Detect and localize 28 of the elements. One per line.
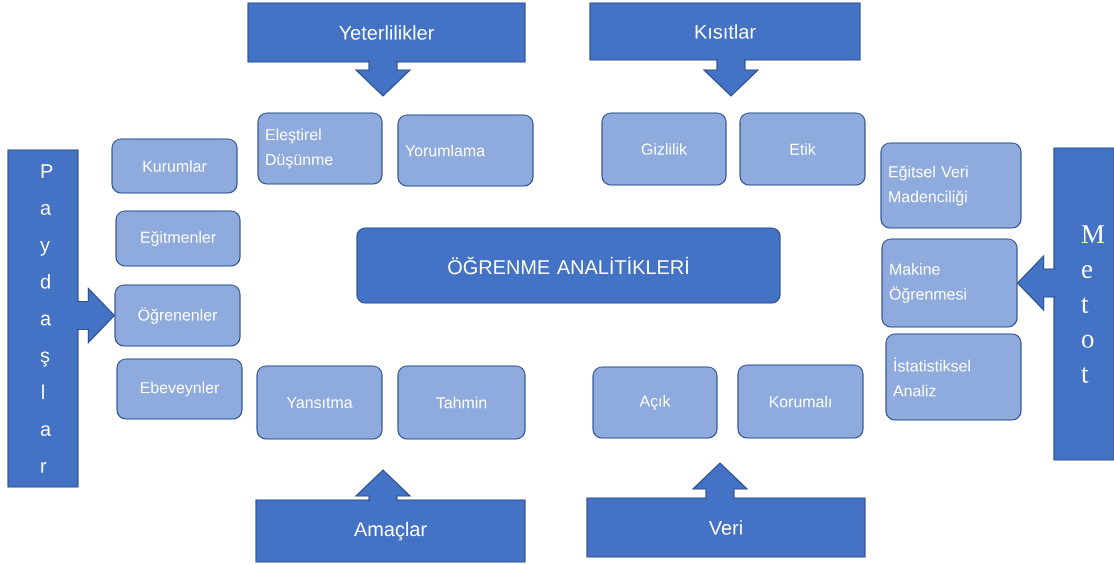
topic-box: Ebeveynler bbox=[116, 358, 243, 420]
callout-box: Veri bbox=[586, 497, 866, 558]
block-arrow bbox=[354, 60, 412, 97]
topic-box: Eğitsel Veri Madenciliği bbox=[880, 142, 1022, 229]
topic-box: Eleştirel Düşünme bbox=[257, 112, 383, 185]
topic-box: Makine Öğrenmesi bbox=[881, 238, 1018, 328]
block-arrow bbox=[354, 469, 412, 502]
topic-box: Korumalı bbox=[737, 364, 864, 439]
topic-box: Etik bbox=[739, 112, 866, 186]
block-arrow bbox=[76, 287, 116, 344]
topic-box: Yorumlama bbox=[397, 114, 534, 187]
topic-box: İstatistiksel Analiz bbox=[885, 333, 1022, 421]
callout-box: Kısıtlar bbox=[589, 2, 861, 61]
block-arrow bbox=[691, 462, 749, 500]
block-arrow bbox=[702, 58, 760, 97]
topic-box: Tahmin bbox=[397, 365, 526, 440]
topic-box: Yansıtma bbox=[256, 365, 383, 440]
topic-box: Açık bbox=[592, 366, 718, 439]
topic-box: Gizlilik bbox=[601, 112, 727, 186]
callout-box: Yeterlilikler bbox=[247, 2, 526, 63]
topic-box: Kurumlar bbox=[111, 138, 238, 194]
central-box: ÖĞRENME ANALİTİKLERİ bbox=[356, 227, 781, 304]
callout-box: Metot bbox=[1053, 147, 1114, 461]
topic-box: Eğitmenler bbox=[115, 210, 241, 267]
callout-box: Amaçlar bbox=[255, 499, 526, 563]
topic-box: Öğrenenler bbox=[114, 284, 241, 347]
block-arrow bbox=[1016, 254, 1056, 312]
callout-box: Paydaşlar bbox=[7, 149, 79, 488]
